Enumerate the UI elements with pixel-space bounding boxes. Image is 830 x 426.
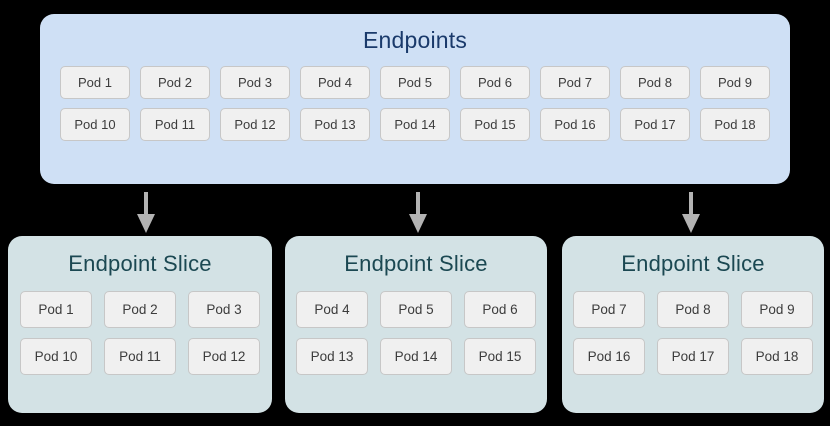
pod-chip: Pod 8 <box>657 291 729 328</box>
endpoints-pod-row-2: Pod 10 Pod 11 Pod 12 Pod 13 Pod 14 Pod 1… <box>60 108 770 141</box>
pod-chip: Pod 14 <box>380 338 452 375</box>
down-arrow-icon <box>405 192 431 234</box>
pod-chip: Pod 6 <box>464 291 536 328</box>
pod-chip: Pod 18 <box>741 338 813 375</box>
pod-chip: Pod 10 <box>60 108 130 141</box>
pod-chip: Pod 8 <box>620 66 690 99</box>
pod-chip: Pod 2 <box>140 66 210 99</box>
pod-chip: Pod 1 <box>60 66 130 99</box>
pod-chip: Pod 3 <box>188 291 260 328</box>
slice-pod-row-2: Pod 10 Pod 11 Pod 12 <box>20 338 260 375</box>
slice-pod-row-1: Pod 7 Pod 8 Pod 9 <box>573 291 813 328</box>
pod-chip: Pod 17 <box>657 338 729 375</box>
pod-chip: Pod 5 <box>380 291 452 328</box>
pod-chip: Pod 15 <box>464 338 536 375</box>
pod-chip: Pod 13 <box>296 338 368 375</box>
endpoint-slice-panel-1: Endpoint Slice Pod 1 Pod 2 Pod 3 Pod 10 … <box>8 236 272 413</box>
endpoints-title: Endpoints <box>362 27 468 53</box>
pod-chip: Pod 9 <box>700 66 770 99</box>
down-arrow-icon <box>678 192 704 234</box>
pod-chip: Pod 3 <box>220 66 290 99</box>
slice-pod-row-1: Pod 4 Pod 5 Pod 6 <box>296 291 536 328</box>
pod-chip: Pod 14 <box>380 108 450 141</box>
pod-chip: Pod 11 <box>140 108 210 141</box>
pod-chip: Pod 18 <box>700 108 770 141</box>
pod-chip: Pod 1 <box>20 291 92 328</box>
pod-chip: Pod 11 <box>104 338 176 375</box>
pod-chip: Pod 12 <box>188 338 260 375</box>
endpoints-panel: Endpoints Pod 1 Pod 2 Pod 3 Pod 4 Pod 5 … <box>40 14 790 184</box>
pod-chip: Pod 4 <box>300 66 370 99</box>
endpoints-pod-row-1: Pod 1 Pod 2 Pod 3 Pod 4 Pod 5 Pod 6 Pod … <box>60 66 770 99</box>
pod-chip: Pod 16 <box>573 338 645 375</box>
slice-pod-row-2: Pod 16 Pod 17 Pod 18 <box>573 338 813 375</box>
slice-pod-row-1: Pod 1 Pod 2 Pod 3 <box>20 291 260 328</box>
endpoint-slice-title: Endpoint Slice <box>344 251 488 276</box>
pod-chip: Pod 13 <box>300 108 370 141</box>
pod-chip: Pod 15 <box>460 108 530 141</box>
pod-chip: Pod 4 <box>296 291 368 328</box>
endpoint-slice-title: Endpoint Slice <box>68 251 212 276</box>
pod-chip: Pod 7 <box>540 66 610 99</box>
pod-chip: Pod 6 <box>460 66 530 99</box>
pod-chip: Pod 5 <box>380 66 450 99</box>
pod-chip: Pod 7 <box>573 291 645 328</box>
slice-pod-row-2: Pod 13 Pod 14 Pod 15 <box>296 338 536 375</box>
pod-chip: Pod 10 <box>20 338 92 375</box>
endpoint-slice-panel-3: Endpoint Slice Pod 7 Pod 8 Pod 9 Pod 16 … <box>562 236 824 413</box>
pod-chip: Pod 16 <box>540 108 610 141</box>
pod-chip: Pod 9 <box>741 291 813 328</box>
endpoint-slice-title: Endpoint Slice <box>621 251 765 276</box>
down-arrow-icon <box>133 192 159 234</box>
pod-chip: Pod 12 <box>220 108 290 141</box>
endpoint-slice-panel-2: Endpoint Slice Pod 4 Pod 5 Pod 6 Pod 13 … <box>285 236 547 413</box>
pod-chip: Pod 17 <box>620 108 690 141</box>
pod-chip: Pod 2 <box>104 291 176 328</box>
